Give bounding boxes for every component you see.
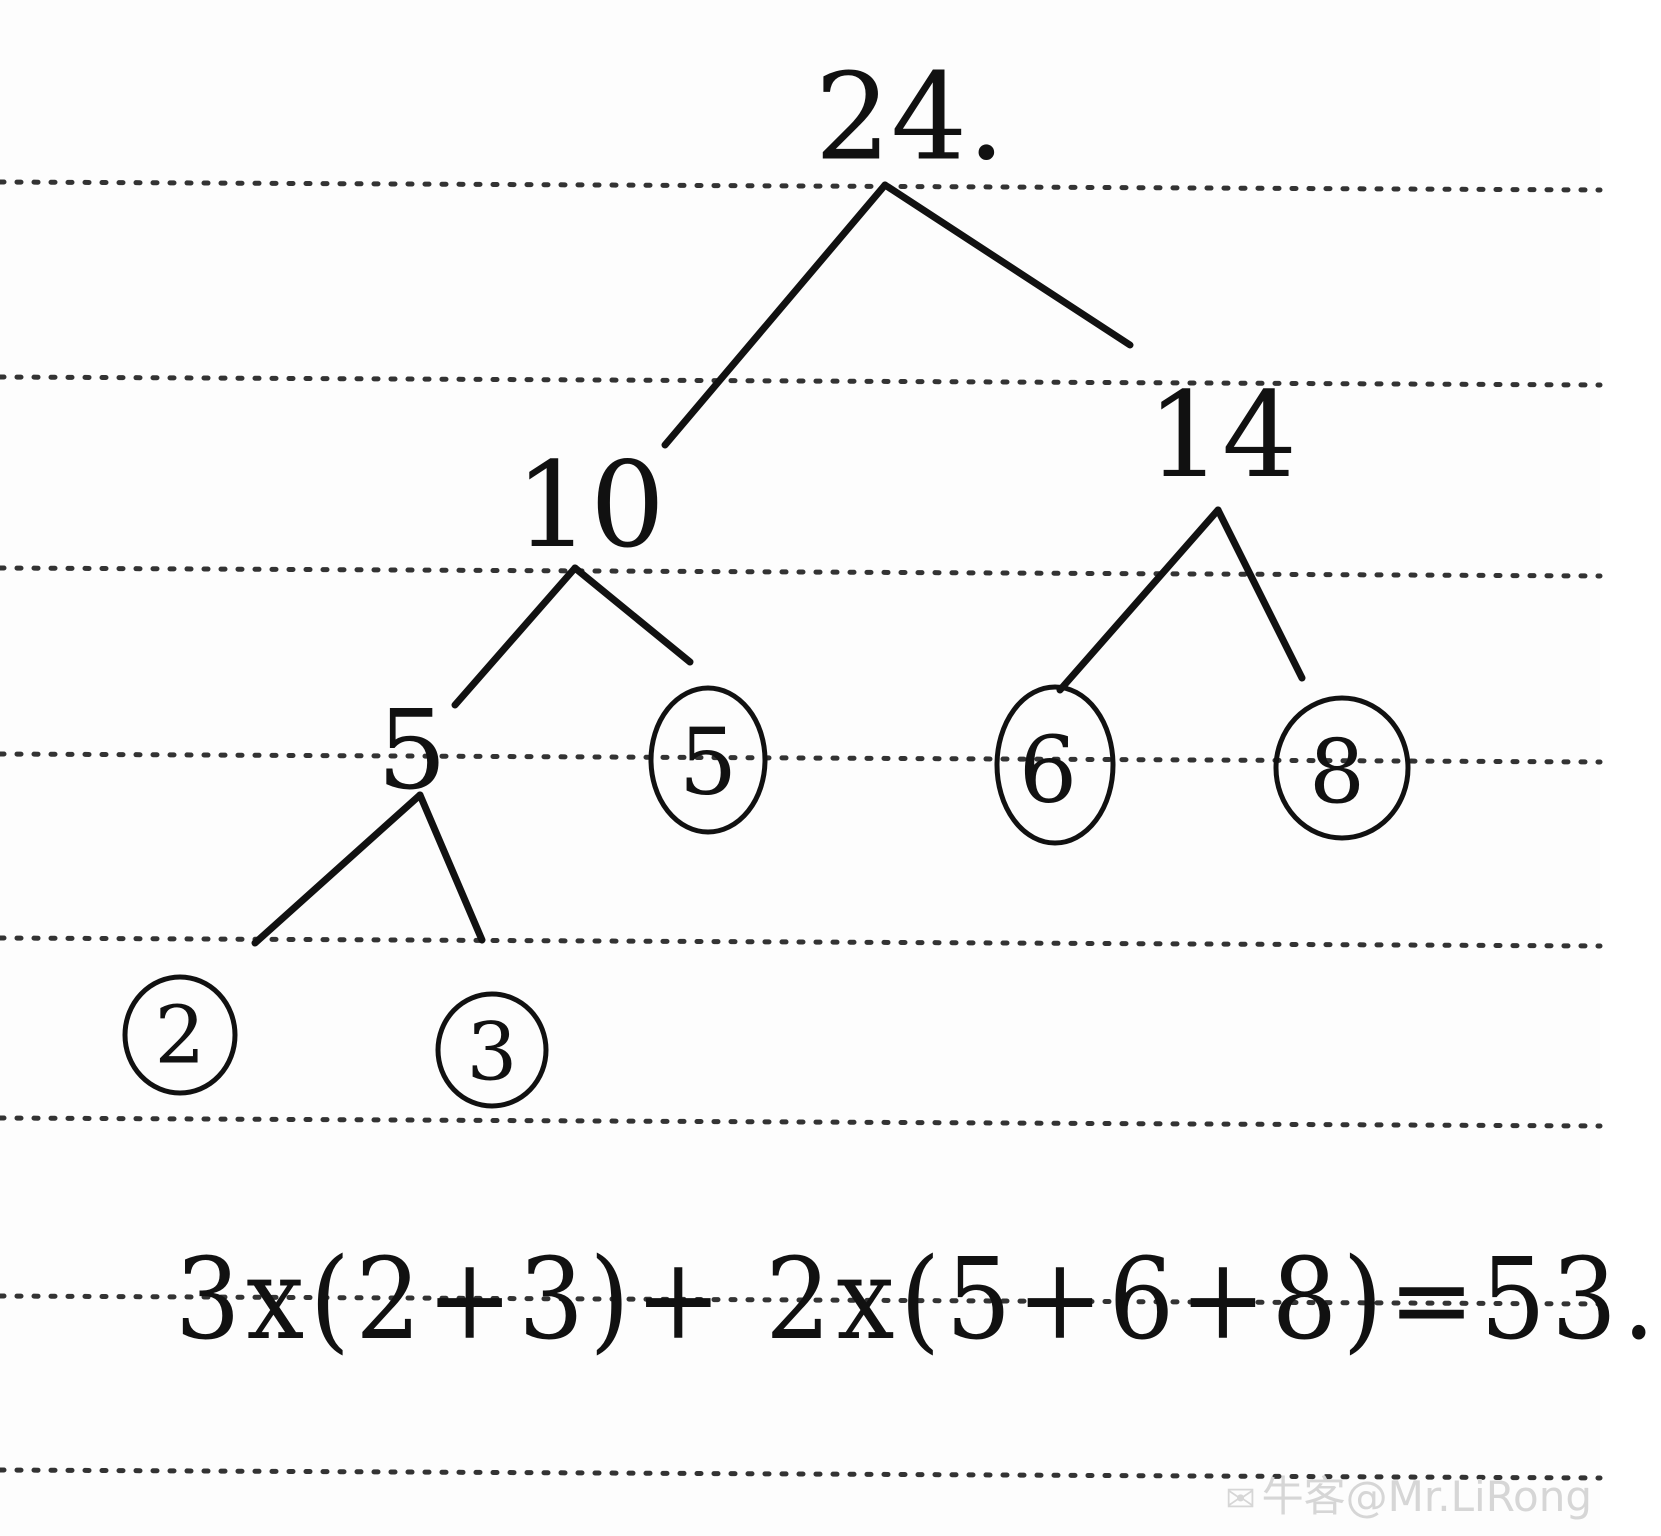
edge-24-14	[881, 181, 1134, 349]
leaf-node-5: 5	[648, 685, 768, 835]
node-24: 24.	[815, 49, 1006, 188]
edge-10-5	[451, 564, 579, 709]
edge-5-3	[416, 791, 486, 944]
node-label: 24.	[815, 49, 1006, 188]
node-label: 5	[679, 709, 738, 816]
leaf-node-8: 8	[1273, 695, 1411, 841]
node-10: 10	[515, 436, 665, 574]
node-label: 10	[515, 436, 665, 574]
weighted-path-formula: 3x(2+3)+ 2x(5+6+8)=53.	[175, 1235, 1661, 1365]
watermark-text: 牛客@Mr.LiRong	[1261, 1472, 1592, 1521]
leaf-node-6: 6	[994, 684, 1116, 846]
rule-line	[0, 1115, 1603, 1129]
leaf-circle	[122, 974, 238, 1096]
rule-line	[0, 935, 1603, 949]
watermark: ✉牛客@Mr.LiRong	[1225, 1463, 1592, 1524]
rule-line	[0, 1467, 1603, 1481]
rule-line	[0, 179, 1603, 193]
edge-14-8	[1214, 506, 1306, 682]
leaf-node-3: 3	[435, 991, 549, 1109]
rule-line	[0, 751, 1603, 765]
notebook-page: 24. 10 14 5 5 6 8 2 3	[0, 48, 1656, 1524]
edge-24-10	[661, 181, 889, 449]
leaf-circle	[648, 685, 768, 835]
node-label: 8	[1309, 721, 1365, 824]
node-5-internal: 5	[377, 686, 447, 814]
rule-line	[0, 1293, 1603, 1307]
tree-edges	[251, 181, 1306, 947]
tree-diagram: 24. 10 14 5 5 6 8 2 3	[0, 49, 1603, 1481]
leaf-node-2: 2	[122, 974, 238, 1096]
node-label: 14	[1147, 366, 1297, 504]
edge-14-6	[1056, 506, 1222, 694]
edge-5-2	[251, 791, 424, 947]
chat-icon: ✉	[1225, 1479, 1256, 1520]
rule-line	[0, 374, 1603, 388]
leaf-circle	[435, 991, 549, 1109]
leaf-circle	[1273, 695, 1411, 841]
node-label: 5	[377, 686, 447, 814]
node-label: 6	[1019, 717, 1078, 824]
edge-10-5-leaf	[571, 564, 694, 666]
node-label: 2	[155, 989, 206, 1082]
leaf-circle	[994, 684, 1116, 846]
notebook-rules	[0, 179, 1603, 1481]
rule-line	[0, 565, 1603, 579]
node-14: 14	[1147, 366, 1297, 504]
node-label: 3	[467, 1006, 518, 1099]
